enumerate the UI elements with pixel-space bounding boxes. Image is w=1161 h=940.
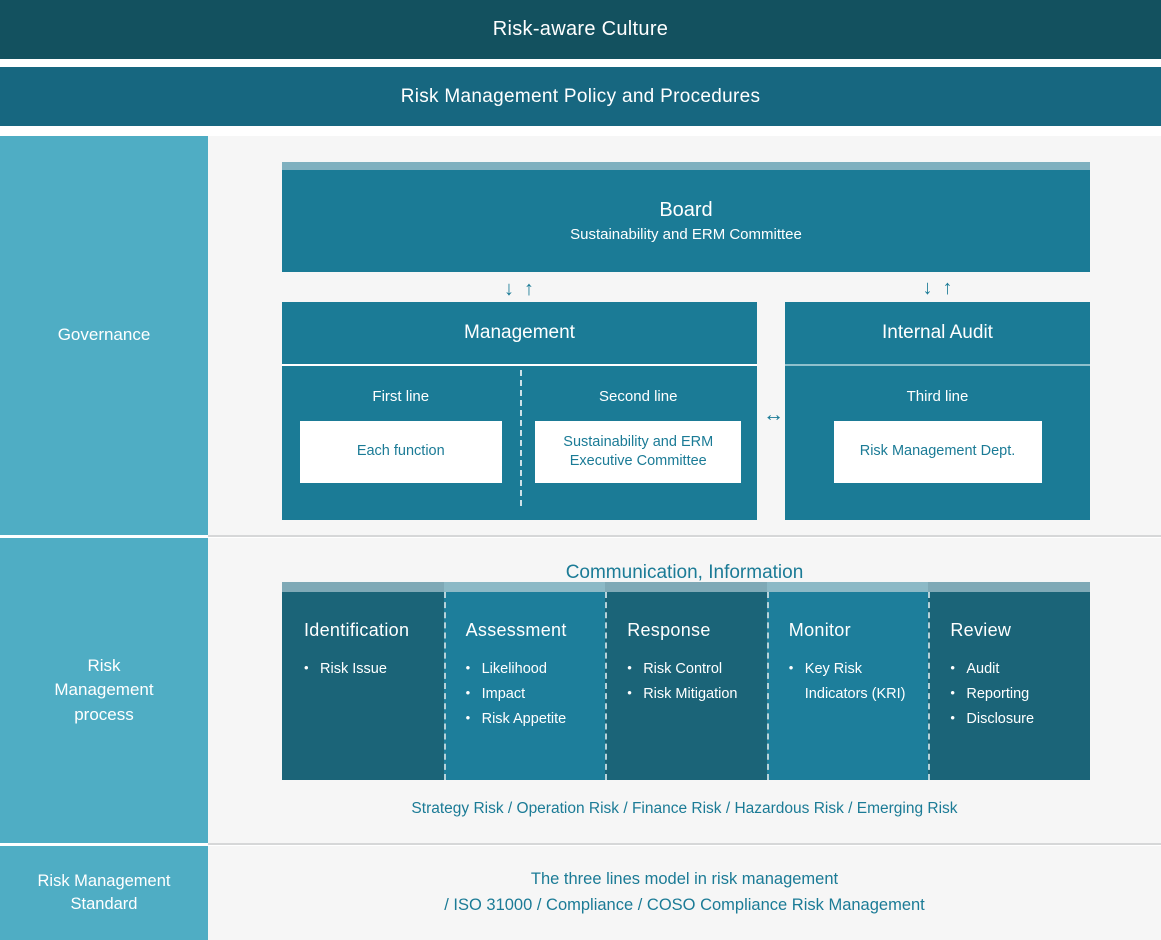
management-lines: First line Each function Second line Sus… xyxy=(282,366,757,520)
standard-text: The three lines model in risk management… xyxy=(208,846,1161,940)
double-arrow-icon: ↔ xyxy=(763,403,784,426)
list-item: Reporting xyxy=(950,682,1090,707)
divider-governance-process xyxy=(208,535,1161,537)
sidebar-process-label: Risk Management process xyxy=(54,654,153,726)
sidebar-process-line1: Risk xyxy=(87,656,121,676)
governance-panel: Board Sustainability and ERM Committee ↓… xyxy=(208,136,1161,535)
management-title: Management xyxy=(464,322,575,343)
list-item: Audit xyxy=(950,657,1090,682)
process-list-assessment: Likelihood Impact Risk Appetite xyxy=(466,657,606,732)
process-head-assessment: Assessment xyxy=(465,620,567,640)
list-item: Risk Issue xyxy=(304,657,444,682)
list-item: Risk Mitigation xyxy=(627,682,767,707)
management-separator xyxy=(282,364,757,366)
list-item: Impact xyxy=(466,682,606,707)
first-line-cell: First line Each function xyxy=(282,366,520,520)
board-title: Board xyxy=(659,199,713,221)
sidebar-process-line3: process xyxy=(74,704,134,724)
internal-audit-separator xyxy=(785,364,1090,366)
process-head-response: Response xyxy=(627,620,711,640)
exec-committee-line2: Executive Committee xyxy=(569,453,707,469)
internal-audit-column: Internal Audit Third line Risk Managemen… xyxy=(785,302,1090,520)
process-column-assessment: Assessment Likelihood Impact Risk Appeti… xyxy=(443,582,606,780)
sidebar-standard-label: Risk Management Standard xyxy=(38,870,171,917)
sidebar-item-risk-management-process: Risk Management process xyxy=(0,538,208,843)
process-head-review: Review xyxy=(950,620,1012,640)
board-box: Board Sustainability and ERM Committee xyxy=(282,162,1090,272)
internal-audit-lines: Third line Risk Management Dept. xyxy=(785,366,1090,520)
process-column-monitor: Monitor Key Risk Indicators (KRI) xyxy=(766,582,929,780)
process-column-response: Response Risk Control Risk Mitigation xyxy=(605,582,767,780)
second-line-label: Second line xyxy=(599,388,678,405)
board-management-arrows: ↓ ↑ xyxy=(282,279,756,299)
risk-aware-culture-label: Risk-aware Culture xyxy=(492,18,669,40)
list-item: Disclosure xyxy=(950,707,1090,732)
sidebar-standard-line2: Standard xyxy=(70,895,138,913)
list-item: Risk Control xyxy=(627,657,767,682)
process-cap xyxy=(766,582,929,592)
management-column: Management First line Each function Seco… xyxy=(282,302,757,520)
process-cap xyxy=(282,582,444,592)
arrow-down-icon: ↓ xyxy=(922,277,933,299)
first-line-label: First line xyxy=(372,388,430,405)
process-cap xyxy=(605,582,767,592)
sidebar-standard-line1: Risk Management xyxy=(37,871,171,890)
sidebar-governance-label: Governance xyxy=(57,325,151,345)
board-subtitle: Sustainability and ERM Committee xyxy=(570,226,802,243)
risk-management-policy-label: Risk Management Policy and Procedures xyxy=(400,85,761,107)
risk-aware-culture-band: Risk-aware Culture xyxy=(0,0,1161,59)
process-column-review: Review Audit Reporting Disclosure xyxy=(928,582,1090,780)
standard-line1: The three lines model in risk management xyxy=(530,870,839,889)
sidebar-item-governance: Governance xyxy=(0,136,208,535)
process-cap xyxy=(928,582,1090,592)
process-list-identification: Risk Issue xyxy=(304,657,444,682)
process-list-response: Risk Control Risk Mitigation xyxy=(627,657,767,707)
list-item: Key Risk Indicators (KRI) xyxy=(789,657,929,707)
second-line-cell: Second line Sustainability and ERM Execu… xyxy=(519,366,758,520)
process-list-monitor: Key Risk Indicators (KRI) xyxy=(789,657,929,707)
risk-management-policy-band: Risk Management Policy and Procedures xyxy=(0,67,1161,126)
arrow-up-icon: ↑ xyxy=(524,278,534,300)
process-columns: Identification Risk Issue Assessment Lik… xyxy=(282,582,1090,780)
sidebar-item-risk-management-standard: Risk Management Standard xyxy=(0,846,208,940)
risk-management-dept-box: Risk Management Dept. xyxy=(833,421,1042,483)
sidebar-process-line2: Management xyxy=(54,680,154,700)
board-cap xyxy=(282,162,1090,170)
arrow-up-icon: ↑ xyxy=(942,277,953,299)
each-function-box: Each function xyxy=(299,421,502,483)
process-head-identification: Identification xyxy=(304,620,410,640)
list-item: Risk Appetite xyxy=(466,707,606,732)
divider-process-standard xyxy=(208,843,1161,845)
framework-body: Governance Board Sustainability and ERM … xyxy=(0,136,1161,940)
process-cap xyxy=(443,582,606,592)
risk-management-standard-panel: The three lines model in risk management… xyxy=(208,846,1161,940)
exec-committee-line1: Sustainability and ERM xyxy=(563,433,714,450)
sustainability-erm-exec-committee-box: Sustainability and ERM Executive Committ… xyxy=(535,421,742,483)
process-head-monitor: Monitor xyxy=(788,620,851,640)
process-column-identification: Identification Risk Issue xyxy=(282,582,444,780)
third-line-cell: Third line Risk Management Dept. xyxy=(785,366,1090,520)
process-list-review: Audit Reporting Disclosure xyxy=(950,657,1090,732)
risk-management-process-panel: Communication, Information Identificatio… xyxy=(208,538,1161,843)
internal-audit-title: Internal Audit xyxy=(882,322,993,343)
third-line-label: Third line xyxy=(906,388,969,405)
communication-information-title: Communication, Information xyxy=(565,562,804,583)
standard-line2: / ISO 31000 / Compliance / COSO Complian… xyxy=(444,896,925,914)
risk-types-label: Strategy Risk / Operation Risk / Finance… xyxy=(411,800,958,817)
board-audit-arrows: ↓ ↑ xyxy=(785,278,1090,298)
list-item: Likelihood xyxy=(466,657,606,682)
arrow-down-icon: ↓ xyxy=(504,278,514,300)
